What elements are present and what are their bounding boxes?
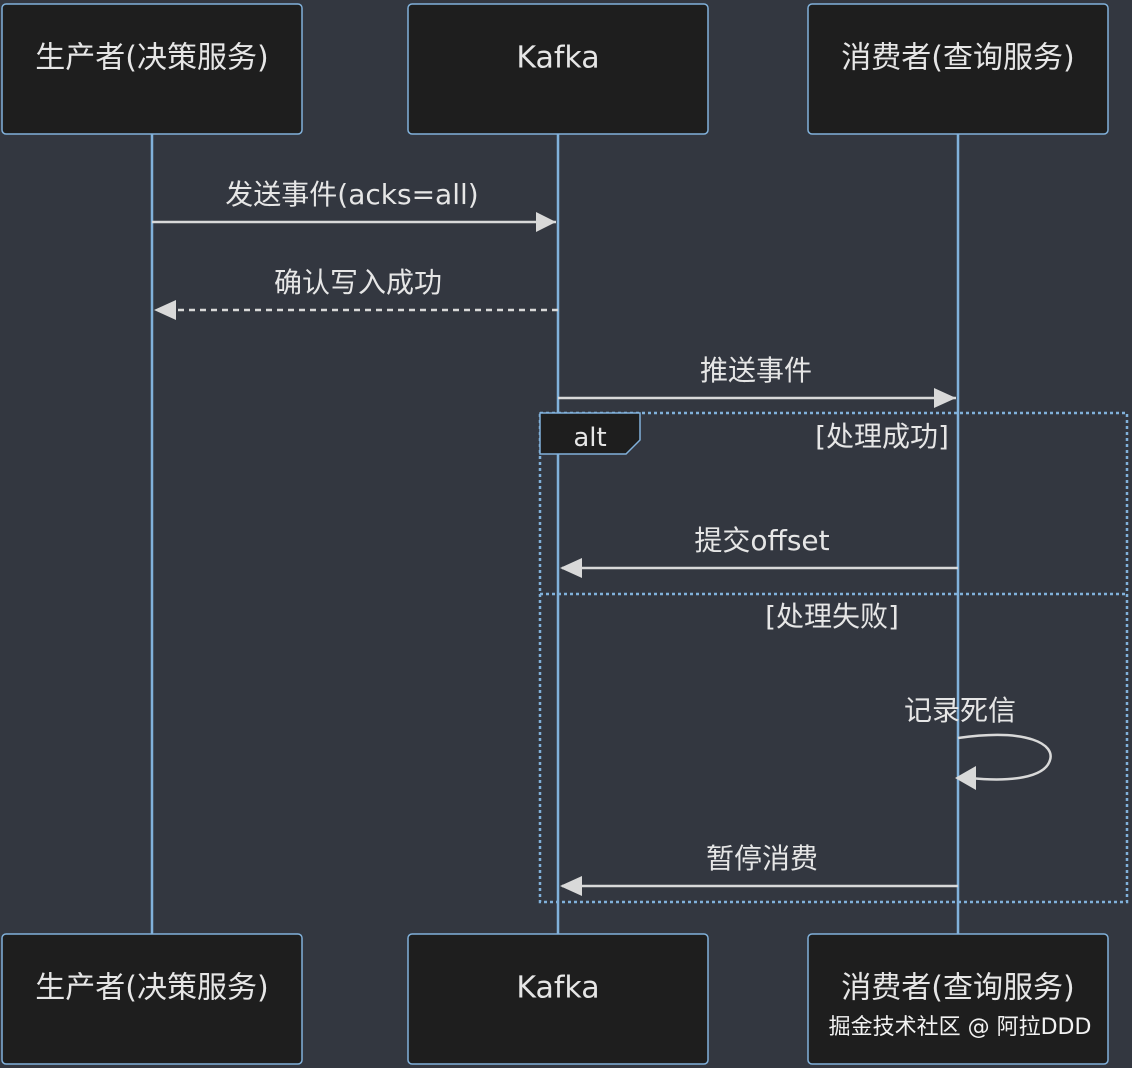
actor-consumer-top: 消费者(查询服务) — [807, 3, 1109, 135]
message-log-dead-label: 记录死信 — [904, 694, 1016, 727]
message-send: 发送事件(acks=all) — [152, 178, 556, 232]
actor-producer-top-label: 生产者(决策服务) — [35, 41, 268, 76]
actor-consumer-bottom-label: 消费者(查询服务) — [841, 971, 1074, 1006]
message-pause: 暂停消费 — [560, 842, 958, 896]
actor-kafka-top: Kafka — [407, 3, 709, 135]
message-commit-label: 提交offset — [694, 524, 829, 557]
alt-frame-tag-label: alt — [573, 423, 606, 453]
actor-consumer-bottom: 消费者(查询服务) — [807, 933, 1109, 1065]
alt-condition-success: [处理成功] — [815, 420, 949, 453]
message-push-arrowhead — [934, 388, 956, 408]
actor-kafka-bottom-label: Kafka — [516, 971, 599, 1006]
message-log-dead: 记录死信 — [904, 694, 1052, 790]
actor-producer-bottom-label: 生产者(决策服务) — [35, 971, 268, 1006]
actor-kafka-top-label: Kafka — [516, 41, 599, 76]
message-ack-arrowhead — [154, 300, 176, 320]
actor-producer-top: 生产者(决策服务) — [1, 3, 303, 135]
alt-condition-failure: [处理失败] — [765, 600, 899, 633]
message-ack: 确认写入成功 — [154, 266, 558, 320]
actor-consumer-top-label: 消费者(查询服务) — [841, 41, 1074, 76]
message-send-label: 发送事件(acks=all) — [225, 178, 478, 211]
message-push: 推送事件 — [558, 354, 956, 408]
message-push-label: 推送事件 — [700, 354, 812, 387]
message-send-arrowhead — [536, 212, 556, 232]
message-commit: 提交offset — [560, 524, 958, 578]
alt-frame-tag — [539, 412, 641, 455]
message-commit-arrowhead — [560, 558, 582, 578]
message-pause-arrowhead — [560, 876, 582, 896]
message-log-dead-arrowhead — [955, 766, 976, 790]
message-pause-label: 暂停消费 — [706, 842, 818, 875]
alt-frame: alt [处理成功] [处理失败] — [538, 411, 1129, 904]
message-ack-label: 确认写入成功 — [274, 266, 442, 299]
actor-kafka-bottom: Kafka — [407, 933, 709, 1065]
watermark-text: 掘金技术社区 @ 阿拉DDD — [829, 1015, 1092, 1040]
actor-producer-bottom: 生产者(决策服务) — [1, 933, 303, 1065]
